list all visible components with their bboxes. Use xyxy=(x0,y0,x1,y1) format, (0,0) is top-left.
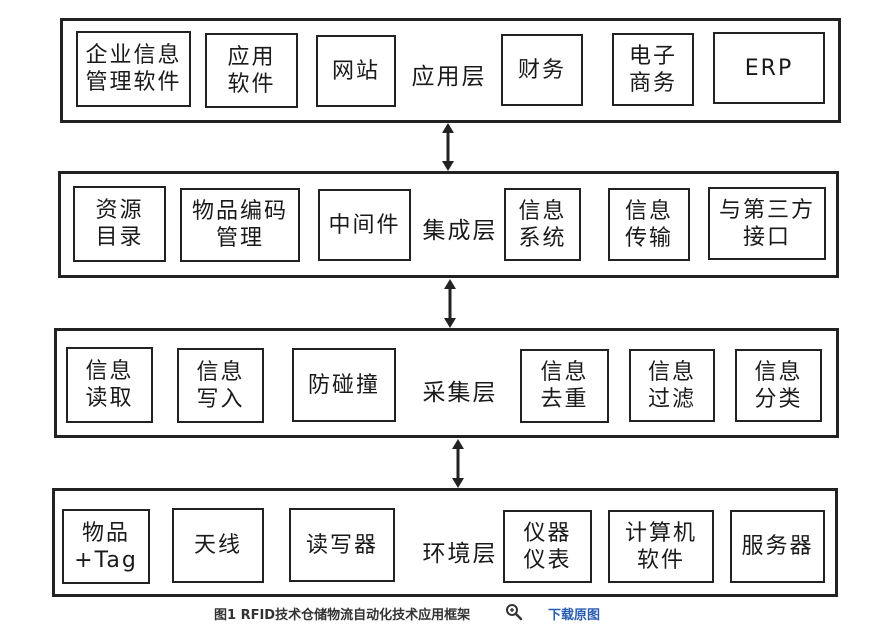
box-application-software: 应用 软件 xyxy=(205,33,298,108)
layer-label-integration: 集成层 xyxy=(422,218,498,244)
box-item-tag: 物品 +Tag xyxy=(62,509,150,584)
connector-arrow-2 xyxy=(444,279,456,328)
box-third-party-interface: 与第三方 接口 xyxy=(708,187,826,260)
box-info-classification: 信息 分类 xyxy=(735,349,822,422)
figure-caption: 图1 RFID技术仓储物流自动化技术应用框架 xyxy=(214,608,471,623)
box-info-write: 信息 写入 xyxy=(177,348,264,423)
layer-label-application: 应用层 xyxy=(411,64,487,90)
box-erp: ERP xyxy=(713,32,825,104)
download-original-link[interactable]: 下载原图 xyxy=(548,608,601,623)
connector-arrow-3 xyxy=(452,439,464,488)
box-server: 服务器 xyxy=(730,510,825,583)
box-enterprise-info-software: 企业信息 管理软件 xyxy=(76,31,191,107)
box-item-coding-management: 物品编码 管理 xyxy=(180,188,300,262)
box-resource-directory: 资源 目录 xyxy=(73,186,166,262)
magnifier-icon[interactable] xyxy=(505,603,523,621)
box-information-transmission: 信息 传输 xyxy=(608,188,690,261)
box-info-deduplication: 信息 去重 xyxy=(520,349,609,423)
box-middleware: 中间件 xyxy=(318,189,411,261)
box-website: 网站 xyxy=(316,35,396,107)
layer-label-environment: 环境层 xyxy=(422,541,498,567)
box-information-system: 信息 系统 xyxy=(504,188,581,261)
box-computer-software: 计算机 软件 xyxy=(608,510,714,583)
box-info-read: 信息 读取 xyxy=(66,347,153,423)
box-finance: 财务 xyxy=(501,34,583,106)
layer-label-acquisition: 采集层 xyxy=(422,380,498,406)
box-antenna: 天线 xyxy=(172,508,264,583)
connector-arrow-1 xyxy=(442,123,454,171)
box-anti-collision: 防碰撞 xyxy=(292,348,396,422)
box-e-commerce: 电子 商务 xyxy=(612,33,694,106)
box-reader-writer: 读写器 xyxy=(289,508,395,582)
box-info-filtering: 信息 过滤 xyxy=(629,349,715,422)
box-instruments: 仪器 仪表 xyxy=(503,510,592,583)
